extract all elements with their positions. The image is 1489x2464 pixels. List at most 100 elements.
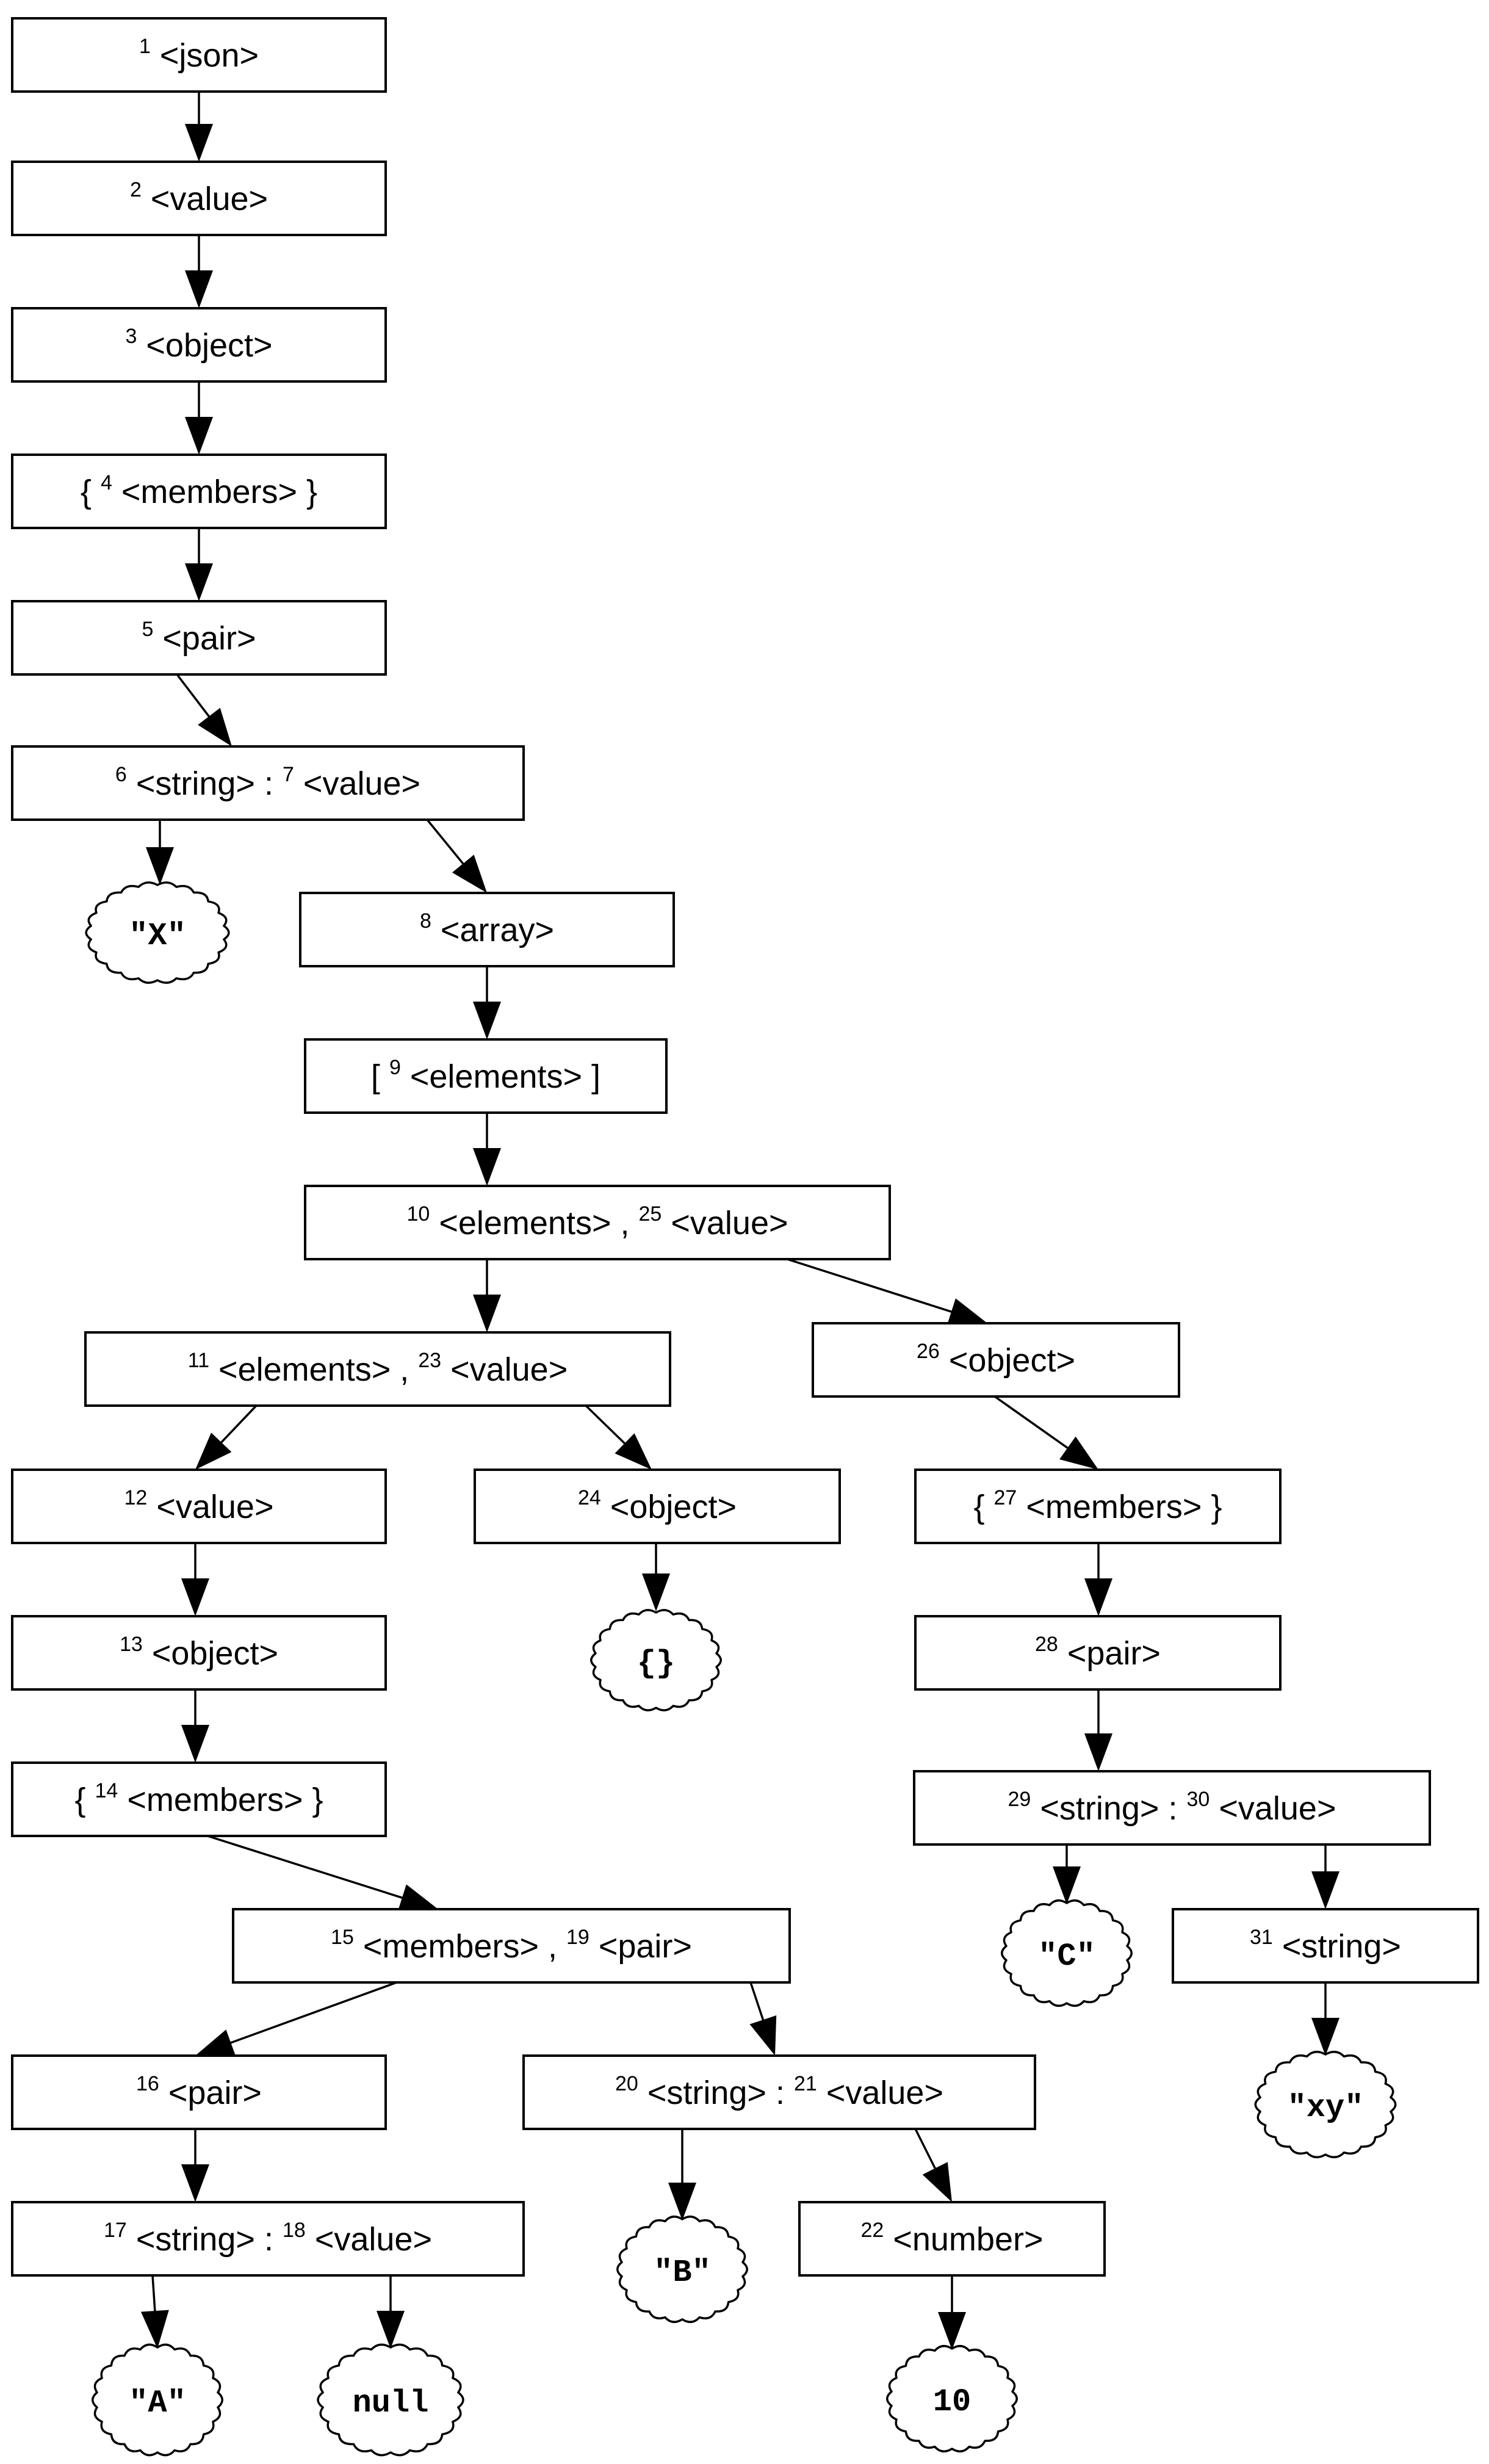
node-symbol-left: <string> [127, 2221, 264, 2258]
terminal-t-C[interactable]: "C" [1001, 1899, 1133, 2007]
node-symbol-right: <value> [306, 2221, 432, 2258]
node-box-8[interactable]: 8 <array> [299, 892, 675, 967]
separator: : [776, 2075, 794, 2111]
terminal-label: "xy" [1288, 2090, 1364, 2126]
node-index-right: 23 [418, 1349, 441, 1372]
node-box-16[interactable]: 16 <pair> [11, 2054, 387, 2130]
terminal-t-B[interactable]: "B" [616, 2215, 748, 2324]
edge-2-to-3 [185, 235, 213, 308]
node-box-1[interactable]: 1 <json> [11, 17, 387, 93]
brace-suffix: } [1202, 1489, 1222, 1525]
svg-text:[ 9 <elements> ]: [ 9 <elements> ] [371, 1056, 600, 1095]
node-index-left: 11 [188, 1349, 209, 1372]
node-symbol: <pair> [153, 620, 256, 657]
node-symbol: <members> [118, 1782, 303, 1818]
node-symbol: <pair> [1058, 1635, 1161, 1672]
separator: , [548, 1928, 566, 1965]
node-box-17-18[interactable]: 17 <string> : 18 <value> [11, 2201, 525, 2277]
node-box-2[interactable]: 2 <value> [11, 161, 387, 236]
svg-text:12 <value>: 12 <value> [124, 1486, 274, 1525]
node-box-11-23[interactable]: 11 <elements> , 23 <value> [84, 1331, 671, 1407]
node-box-15-19[interactable]: 15 <members> , 19 <pair> [232, 1908, 791, 1984]
brace-suffix: ] [582, 1058, 600, 1095]
node-box-22[interactable]: 22 <number> [798, 2201, 1106, 2277]
node-symbol-left: <string> [1031, 1790, 1168, 1827]
edge-15-to-16 [195, 1981, 397, 2056]
edge-19-to-20 [749, 1982, 777, 2056]
edge-31-to-XY [1311, 1982, 1339, 2056]
svg-text:6 <string> : 7 <value>: 6 <string> : 7 <value> [115, 763, 420, 802]
node-box-27[interactable]: { 27 <members> } [914, 1469, 1282, 1544]
terminal-t-XY[interactable]: "xy" [1254, 2050, 1397, 2159]
node-index: 31 [1250, 1926, 1273, 1949]
node-box-13[interactable]: 13 <object> [11, 1615, 387, 1691]
node-index-right: 25 [639, 1202, 662, 1226]
edges-layer [140, 92, 1339, 2350]
node-box-24[interactable]: 24 <object> [474, 1469, 841, 1544]
edge-16-to-17 [181, 2129, 209, 2202]
node-index: 8 [420, 909, 431, 933]
svg-text:11 <elements> , 23 <value>: 11 <elements> , 23 <value> [188, 1349, 568, 1388]
svg-text:28 <pair>: 28 <pair> [1035, 1633, 1161, 1672]
node-index: 9 [389, 1056, 401, 1079]
edge-11-to-12 [195, 1404, 258, 1470]
node-symbol-left: <elements> [209, 1351, 400, 1388]
svg-text:{ 4 <members> }: { 4 <members> } [81, 471, 317, 510]
edge-14-to-15 [207, 1835, 438, 1912]
terminal-label: "X" [129, 918, 186, 954]
node-box-26[interactable]: 26 <object> [812, 1322, 1180, 1398]
terminal-t-10[interactable]: 10 [886, 2344, 1018, 2453]
separator: : [264, 2221, 283, 2258]
edge-24-to-EMPTY [642, 1543, 670, 1611]
node-symbol: <number> [884, 2221, 1043, 2258]
node-box-10-25[interactable]: 10 <elements> , 25 <value> [304, 1185, 891, 1260]
svg-text:5 <pair>: 5 <pair> [142, 618, 256, 657]
terminal-label: "A" [129, 2385, 186, 2421]
node-box-6-7[interactable]: 6 <string> : 7 <value> [11, 745, 525, 821]
node-symbol-right: <value> [817, 2075, 943, 2111]
edge-10-to-11 [473, 1259, 501, 1332]
edge-12-to-13 [181, 1543, 209, 1616]
svg-text:22 <number>: 22 <number> [861, 2219, 1044, 2258]
node-box-4[interactable]: { 4 <members> } [11, 453, 387, 529]
node-box-3[interactable]: 3 <object> [11, 307, 387, 383]
node-symbol: <array> [431, 912, 554, 948]
node-index: 1 [139, 35, 151, 58]
node-symbol-right: <value> [662, 1205, 788, 1241]
terminal-label: "B" [654, 2255, 711, 2291]
node-index-left: 17 [104, 2219, 127, 2242]
terminal-label: "C" [1038, 1938, 1095, 1974]
terminal-label: 10 [933, 2384, 971, 2420]
node-box-29-30[interactable]: 29 <string> : 30 <value> [913, 1770, 1431, 1846]
node-box-12[interactable]: 12 <value> [11, 1469, 387, 1544]
node-symbol: <object> [137, 327, 272, 364]
terminal-t-X[interactable]: "X" [85, 881, 230, 984]
terminal-t-EMPTY[interactable]: {} [590, 1609, 722, 1711]
node-index-left: 6 [115, 763, 127, 786]
node-box-20-21[interactable]: 20 <string> : 21 <value> [522, 2054, 1036, 2130]
edge-4-to-5 [185, 528, 213, 601]
terminal-t-A[interactable]: "A" [92, 2343, 223, 2457]
node-index: 28 [1035, 1633, 1058, 1656]
node-box-9[interactable]: [ 9 <elements> ] [304, 1038, 668, 1114]
node-box-5[interactable]: 5 <pair> [11, 600, 387, 676]
node-symbol: <string> [1273, 1928, 1401, 1965]
node-index-left: 10 [406, 1202, 430, 1226]
svg-text:8 <array>: 8 <array> [420, 909, 554, 948]
node-symbol-left: <elements> [430, 1205, 620, 1241]
node-symbol-right: <value> [294, 765, 420, 802]
edge-8-to-9 [473, 966, 501, 1039]
node-box-31[interactable]: 31 <string> [1172, 1908, 1479, 1984]
brace-prefix: { [81, 474, 101, 510]
svg-text:24 <object>: 24 <object> [578, 1486, 737, 1525]
terminal-t-NULL[interactable]: null [317, 2343, 464, 2457]
svg-text:{ 14 <members> }: { 14 <members> } [74, 1779, 323, 1818]
node-symbol-right: <value> [441, 1351, 568, 1388]
node-symbol: <value> [147, 1489, 273, 1525]
node-box-14[interactable]: { 14 <members> } [11, 1761, 387, 1837]
node-index: 22 [861, 2219, 884, 2242]
node-box-28[interactable]: 28 <pair> [914, 1615, 1282, 1691]
svg-text:{ 27 <members> }: { 27 <members> } [973, 1486, 1222, 1525]
node-index: 14 [95, 1779, 118, 1802]
node-symbol: <object> [940, 1342, 1075, 1379]
